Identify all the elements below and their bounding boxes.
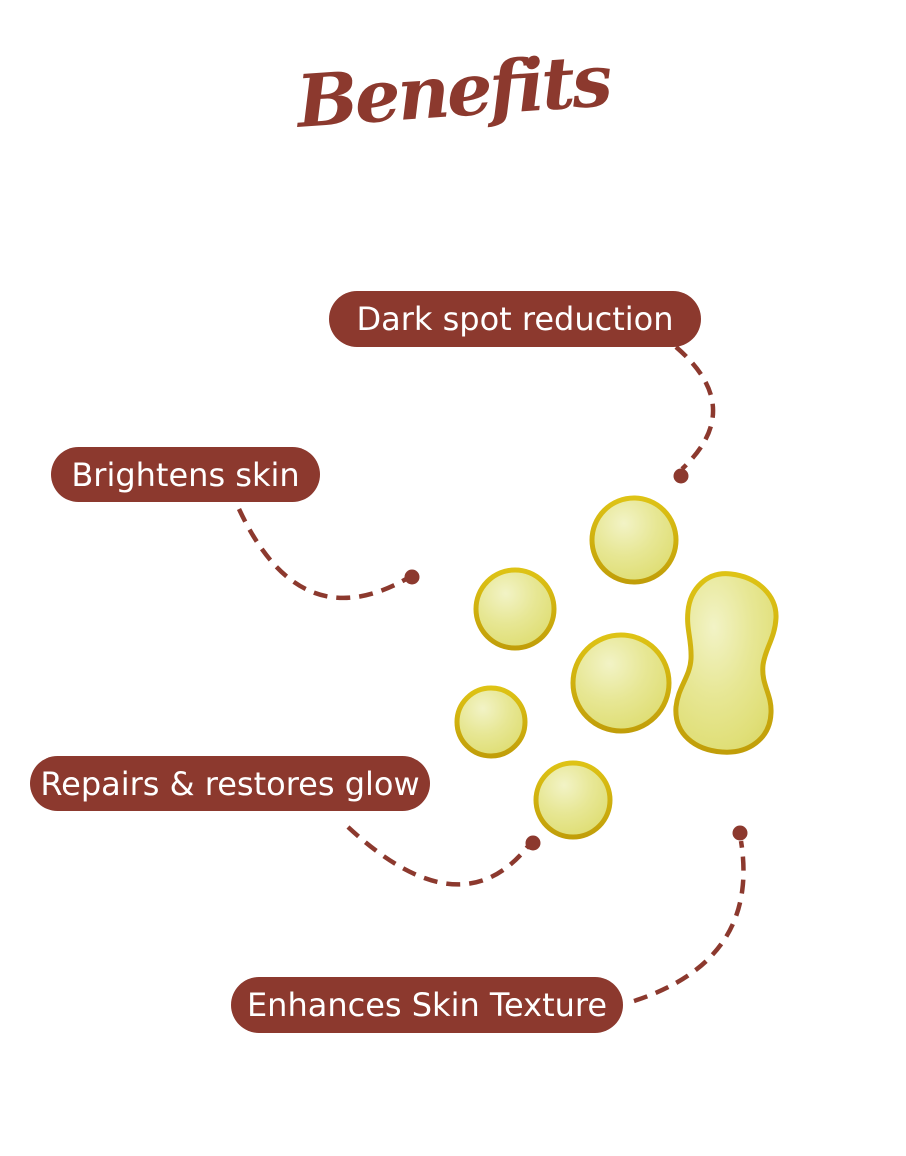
oil-drop-left-mid (473, 567, 557, 651)
connector-dot-brightens (404, 569, 420, 585)
benefit-pill-brightens-skin: Brightens skin (51, 447, 320, 502)
connector-line-enhances (633, 840, 746, 1004)
oil-drop-group (454, 495, 779, 840)
benefit-label: Enhances Skin Texture (246, 986, 608, 1024)
benefit-label: Dark spot reduction (356, 300, 674, 338)
connector-dot-enhances (732, 825, 748, 841)
benefit-pill-enhances-skin-texture: Enhances Skin Texture (231, 977, 623, 1033)
connector-line-repairs (346, 825, 531, 887)
connector-line-dark-spot (674, 345, 716, 471)
connector-dot-repairs (525, 835, 541, 851)
connector-line-brightens (236, 508, 410, 601)
benefit-label: Brightens skin (71, 455, 300, 494)
oil-drop-blob (673, 571, 779, 755)
oil-drop-bottom (533, 760, 613, 840)
connector-dot-dark-spot (673, 468, 689, 484)
oil-drop-center-large (570, 632, 672, 734)
benefit-label: Repairs & restores glow (40, 764, 420, 803)
benefit-pill-repairs-restores-glow: Repairs & restores glow (30, 756, 430, 811)
oil-drop-small-left (454, 685, 528, 759)
benefit-pill-dark-spot-reduction: Dark spot reduction (329, 291, 701, 347)
oil-drop-top (589, 495, 679, 585)
